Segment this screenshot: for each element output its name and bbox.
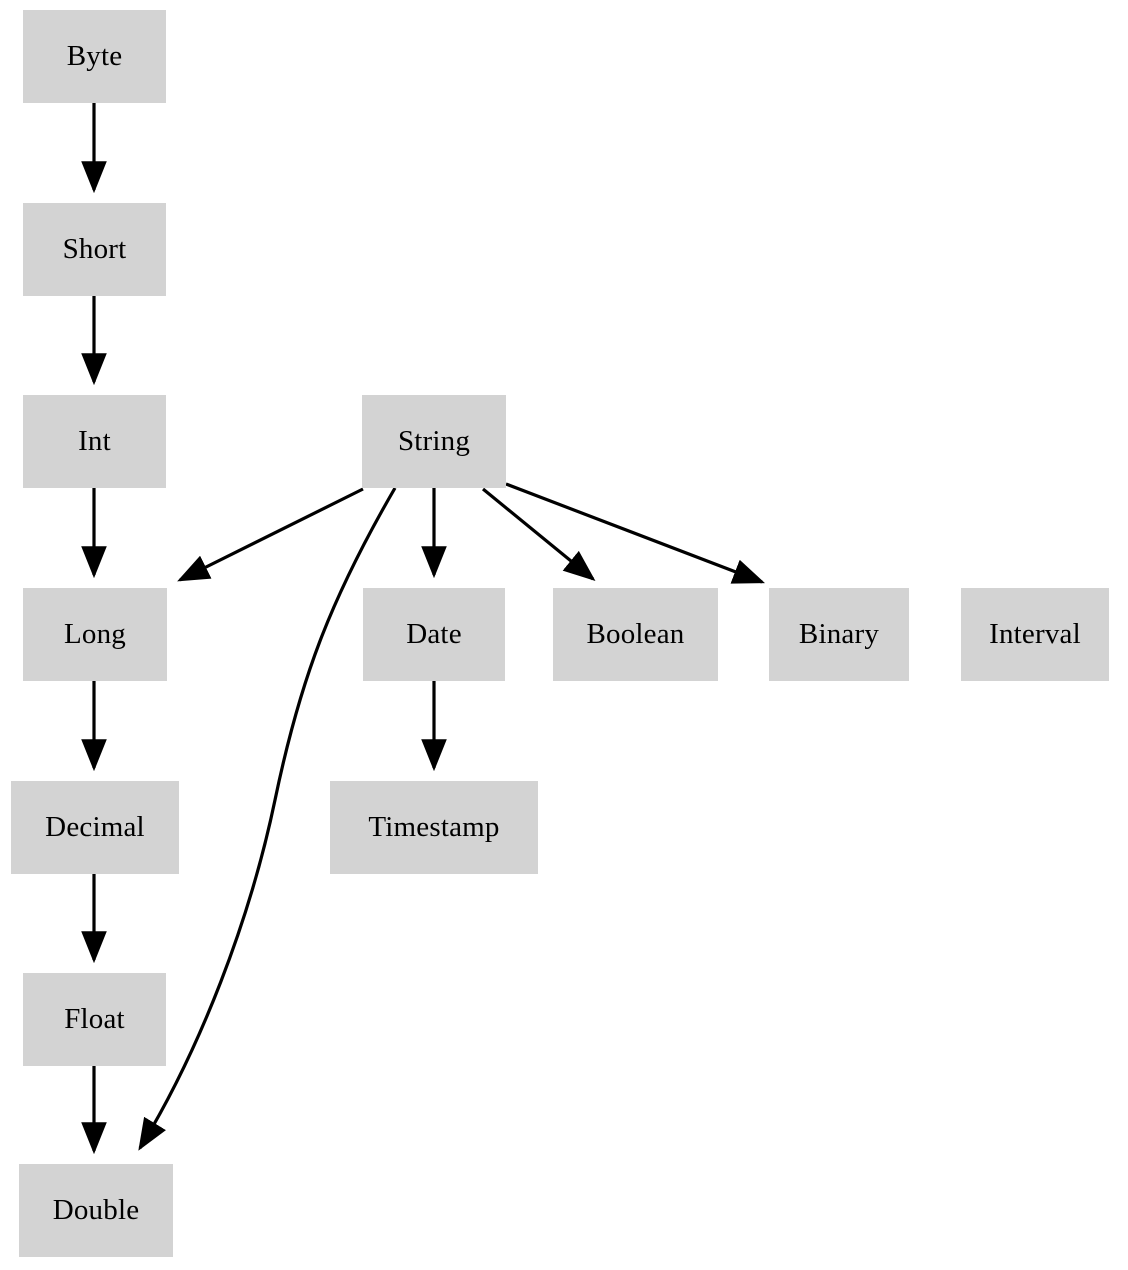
node-label-short: Short xyxy=(62,233,127,265)
node-label-date: Date xyxy=(406,618,462,650)
edge-string-boolean xyxy=(481,487,596,582)
node-short[interactable]: Short xyxy=(23,203,166,296)
node-label-interval: Interval xyxy=(989,618,1081,650)
node-date[interactable]: Date xyxy=(363,588,505,681)
node-decimal[interactable]: Decimal xyxy=(11,781,179,874)
node-interval[interactable]: Interval xyxy=(961,588,1109,681)
node-float[interactable]: Float xyxy=(23,973,166,1066)
node-timestamp[interactable]: Timestamp xyxy=(330,781,538,874)
node-label-timestamp: Timestamp xyxy=(368,811,500,843)
node-label-binary: Binary xyxy=(798,618,880,650)
node-label-double: Double xyxy=(52,1194,140,1226)
node-long[interactable]: Long xyxy=(23,588,167,681)
node-label-long: Long xyxy=(63,618,126,650)
node-int[interactable]: Int xyxy=(23,395,166,488)
node-label-float: Float xyxy=(64,1003,125,1035)
node-double[interactable]: Double xyxy=(19,1164,173,1257)
node-label-int: Int xyxy=(78,425,111,457)
node-boolean[interactable]: Boolean xyxy=(553,588,718,681)
node-label-string: String xyxy=(397,425,471,457)
node-label-byte: Byte xyxy=(66,40,123,72)
node-label-boolean: Boolean xyxy=(586,618,685,650)
node-binary[interactable]: Binary xyxy=(769,588,909,681)
edge-string-binary xyxy=(505,482,765,584)
node-byte[interactable]: Byte xyxy=(23,10,166,103)
node-string[interactable]: String xyxy=(362,395,506,488)
edge-string-long xyxy=(177,487,364,582)
node-label-decimal: Decimal xyxy=(45,811,145,843)
